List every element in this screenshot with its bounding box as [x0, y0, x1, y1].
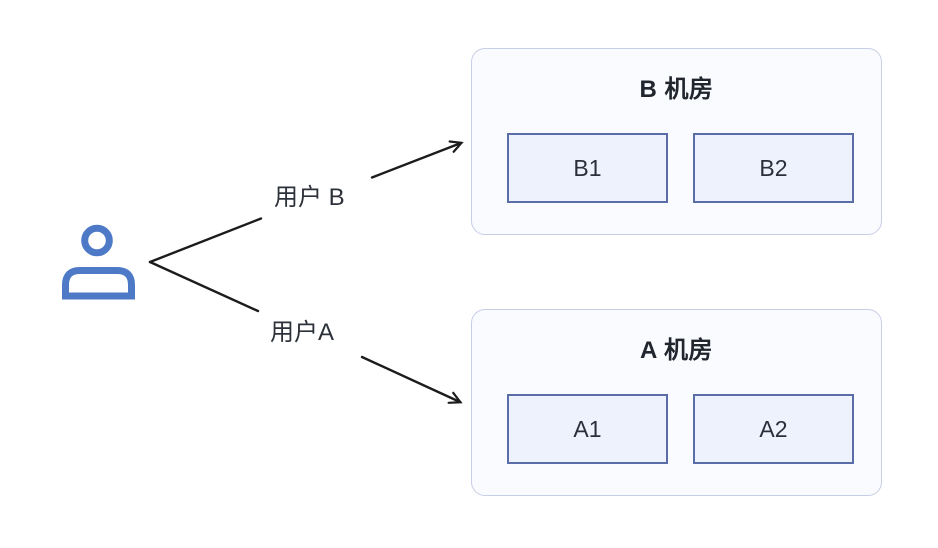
node-b1: B1 — [507, 133, 668, 203]
node-a2: A2 — [693, 394, 854, 464]
zone-b-datacenter: B 机房 B1 B2 — [471, 48, 882, 235]
person-icon — [62, 224, 135, 300]
node-b2: B2 — [693, 133, 854, 203]
person-body — [62, 267, 135, 300]
connection-label-user-a: 用户A — [268, 319, 337, 347]
person-head — [81, 224, 113, 257]
zone-b-title: B 机房 — [639, 76, 714, 103]
connection-label-user-b: 用户 B — [272, 184, 347, 212]
zone-a-datacenter: A 机房 A1 A2 — [471, 309, 882, 496]
zone-a-title: A 机房 — [639, 337, 714, 364]
node-a1: A1 — [507, 394, 668, 464]
arrow-user-b-segment-2 — [370, 140, 464, 179]
arrow-user-a-segment-2 — [360, 355, 463, 404]
arrow-user-b-segment-1 — [148, 217, 263, 264]
arrow-user-a-segment-1 — [148, 260, 260, 313]
